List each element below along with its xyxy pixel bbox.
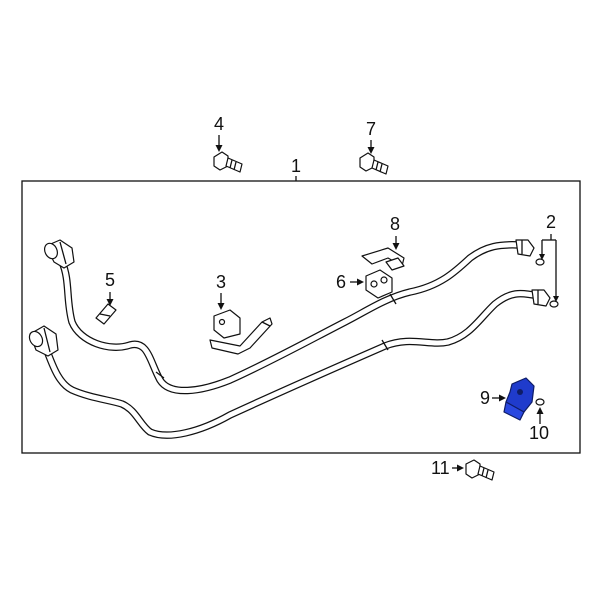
lower-cooler-tube: [28, 289, 559, 439]
arrowhead-5: [106, 299, 114, 306]
part-10-o-ring: [535, 398, 545, 406]
arrowhead-10: [536, 407, 544, 414]
arrowhead-11: [457, 464, 464, 472]
callout-7-label: 7: [366, 119, 376, 139]
part-3-bracket: [209, 309, 273, 355]
part-8-bracket: [361, 247, 405, 271]
arrowhead-9: [499, 394, 506, 402]
part-7-bolt: [359, 152, 389, 175]
callout-3[interactable]: 3: [216, 272, 226, 310]
callout-5-label: 5: [105, 270, 115, 290]
arrowhead-7: [367, 147, 375, 154]
callout-2-label: 2: [546, 212, 556, 232]
callout-1-label: 1: [291, 156, 301, 176]
callout-8[interactable]: 8: [390, 214, 400, 250]
part-9-highlighted-bracket: [503, 377, 535, 421]
callout-7[interactable]: 7: [366, 119, 376, 154]
callout-11-label: 11: [431, 458, 450, 478]
callout-1[interactable]: 1: [291, 156, 301, 181]
callout-9[interactable]: 9: [480, 388, 506, 408]
upper-cooler-tube: [43, 239, 545, 395]
arrowhead-2b: [553, 296, 559, 302]
callout-9-label: 9: [480, 388, 490, 408]
lower-tube-left-fitting: [28, 325, 59, 357]
part-6-clamp: [365, 269, 393, 299]
upper-tube-right-fitting: [515, 239, 545, 266]
callout-4[interactable]: 4: [214, 114, 224, 152]
callout-5[interactable]: 5: [105, 270, 115, 306]
arrowhead-2a: [539, 254, 545, 260]
part-4-bolt: [213, 151, 243, 173]
arrowhead-6: [357, 278, 364, 286]
part-5-clip: [95, 303, 117, 325]
callout-3-label: 3: [216, 272, 226, 292]
assembly-frame: [21, 180, 581, 454]
callout-6-label: 6: [336, 272, 346, 292]
arrowhead-3: [217, 303, 225, 310]
callout-8-label: 8: [390, 214, 400, 234]
callout-11[interactable]: 11: [431, 458, 464, 478]
upper-tube-left-fitting: [43, 239, 75, 269]
arrowhead-4: [215, 145, 223, 152]
callout-10-label: 10: [529, 423, 549, 443]
arrowhead-8: [392, 243, 400, 250]
callout-2[interactable]: 2: [539, 212, 559, 302]
lower-tube-right-fitting: [531, 289, 559, 308]
part-11-bolt: [465, 459, 495, 481]
callout-6[interactable]: 6: [336, 272, 364, 292]
callout-4-label: 4: [214, 114, 224, 134]
callout-10[interactable]: 10: [529, 407, 549, 443]
